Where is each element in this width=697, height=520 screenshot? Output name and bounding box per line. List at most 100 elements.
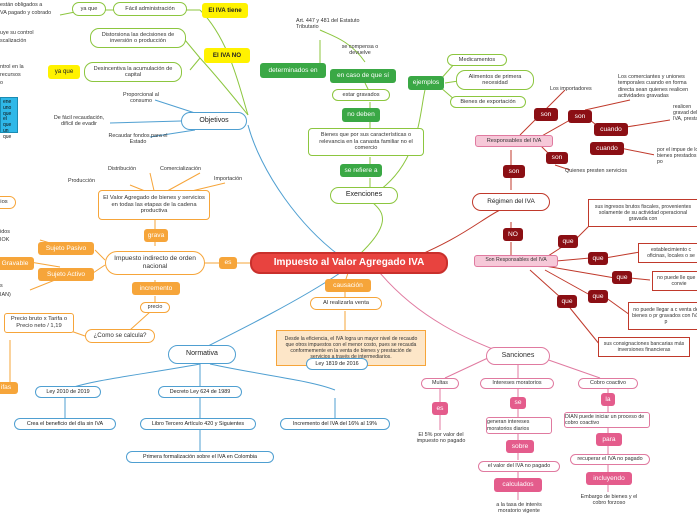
impuesto-indirecto-node[interactable]: Impuesto indirecto de orden nacional — [105, 251, 205, 275]
cuando-node-1[interactable]: cuando — [594, 123, 628, 136]
incluyendo-node[interactable]: incluyendo — [586, 472, 632, 485]
objetivos-node[interactable]: Objetivos — [181, 112, 247, 130]
generan-intereses-node[interactable]: generan intereses moratorios diarios — [486, 417, 552, 434]
intereses-moratorios-node[interactable]: Intereses moratorios — [480, 378, 554, 389]
incremento-node[interactable]: incremento — [132, 282, 180, 295]
cinco-por-ciento-text: El 5% por valor del impuesto no pagado — [416, 432, 466, 445]
ejemplos-node[interactable]: ejemplos — [408, 76, 444, 90]
regimen-iva-node[interactable]: Régimen del IVA — [472, 193, 550, 211]
definicion-node[interactable]: El Valor Agregado de bienes y servicios … — [98, 190, 210, 220]
precio-node[interactable]: precio — [140, 302, 170, 313]
como-se-calcula-node[interactable]: ¿Como se calcula? — [85, 329, 155, 343]
son-node-2[interactable]: son — [568, 110, 592, 123]
cut-text-obligados: están obligados a — [0, 2, 43, 8]
establecimiento-box: establecimiento c oficinas, locales o se — [638, 243, 697, 263]
ya-que-node-1[interactable]: ya que — [72, 2, 106, 16]
bienes-exportacion-node[interactable]: Bienes de exportación — [450, 96, 526, 108]
no-responsables-node[interactable]: Son Responsables del IVA — [474, 255, 558, 267]
que-node-4[interactable]: que — [588, 290, 608, 303]
se-refiere-a-node[interactable]: se refiere a — [340, 164, 382, 177]
en-caso-node[interactable]: en caso de que sí — [330, 69, 396, 83]
no-puede-2-box: no puede llegar a c venta de bienes o pr… — [628, 302, 697, 330]
cut-text-control: uye su control — [0, 30, 34, 36]
cut-text-control-2: ntrol en la — [0, 64, 24, 70]
iva-tiene-node[interactable]: El IVA tiene — [202, 3, 248, 18]
por-el-impuesto-cut-text: por el impue de los bienes prestados po — [654, 143, 697, 169]
central-topic[interactable]: Impuesto al Valor Agregado IVA — [250, 252, 448, 274]
formula-node[interactable]: Precio bruto x Tarifa o Precio neto / 1,… — [4, 313, 74, 333]
es-sancion-node[interactable]: es — [432, 402, 448, 415]
sanciones-node[interactable]: Sanciones — [486, 347, 550, 365]
determinados-en-node[interactable]: determinados en — [260, 63, 326, 78]
cyan-cut-box: ene uno que el que un que — [0, 97, 18, 139]
ley-2010-node[interactable]: Ley 2010 de 2019 — [35, 386, 101, 398]
importadores-text: Los importadores — [550, 86, 592, 92]
son-node-1[interactable]: son — [534, 108, 558, 121]
multas-node[interactable]: Multas — [421, 378, 459, 389]
cut-ios-node[interactable]: ios — [0, 196, 16, 209]
iva-no-node[interactable]: El IVA NO — [204, 48, 250, 63]
son-node-4[interactable]: son — [503, 165, 525, 178]
responsables-iva-node[interactable]: Responsables del IVA — [475, 135, 553, 147]
cobro-coactivo-node[interactable]: Cobro coactivo — [578, 378, 638, 389]
que-node-1[interactable]: que — [558, 235, 578, 248]
grava-node[interactable]: grava — [144, 229, 168, 242]
se-compensa-text: se compensa o devuelve — [341, 44, 379, 57]
que-node-2[interactable]: que — [588, 252, 608, 265]
sobre-node[interactable]: sobre — [506, 440, 534, 453]
estar-gravados-node[interactable]: estar gravados — [332, 89, 390, 101]
cut-text-pagado: VA pagado y cobrado — [0, 10, 52, 16]
cut-ifas-node[interactable]: ifas — [0, 382, 18, 394]
bienes-caracteristicas-node[interactable]: Bienes que por sus características o rel… — [308, 128, 424, 156]
decreto-624-node[interactable]: Decreto Ley 624 de 1989 — [158, 386, 242, 398]
no-node[interactable]: NO — [503, 228, 523, 241]
desincentiva-node[interactable]: Desincentiva la acumulación de capital — [84, 62, 182, 82]
la-node[interactable]: la — [601, 393, 615, 406]
medicamentos-node[interactable]: Medicamentos — [447, 54, 507, 66]
incremento-iva-node[interactable]: Incremento del IVA del 16% al 19% — [280, 418, 390, 430]
para-node[interactable]: para — [596, 433, 622, 446]
distribucion-text: Distribución — [108, 166, 137, 172]
tasa-interes-text: a la tasa de interés moratorio vigente — [496, 502, 542, 515]
que-node-5[interactable]: que — [557, 295, 577, 308]
cut-s-text: s — [0, 283, 3, 289]
ley-1819-node[interactable]: Ley 1819 de 2016 — [306, 358, 368, 370]
facil-administracion-node[interactable]: Fácil administración — [113, 2, 187, 16]
no-deben-node[interactable]: no deben — [342, 108, 380, 122]
cuando-node-2[interactable]: cuando — [590, 142, 624, 155]
cut-text-o: o — [0, 80, 3, 86]
produccion-text: Producción — [68, 178, 95, 184]
realicen-cut-text: realicen gravad del IVA, presta — [670, 100, 697, 126]
calculados-node[interactable]: calculados — [494, 478, 542, 492]
cut-text-fiscalizacion: scalización — [0, 38, 27, 44]
sujeto-pasivo-node[interactable]: Sujeto Pasivo — [38, 242, 94, 255]
cut-iok-text: IOK — [0, 237, 10, 243]
causacion-text-box: Desde la eficiencia, el IVA logra un may… — [276, 330, 426, 366]
comercializacion-text: Comercialización — [160, 166, 202, 172]
alimentos-node[interactable]: Alimentos de primera necesidad — [456, 70, 534, 90]
distorsiona-node[interactable]: Distorsiona las decisiones de inversión … — [90, 28, 186, 48]
recuperar-iva-node[interactable]: recuperar el IVA no pagado — [570, 454, 650, 465]
normativa-node[interactable]: Normativa — [168, 345, 236, 364]
que-node-3[interactable]: que — [612, 271, 632, 284]
valor-iva-no-pagado-node[interactable]: el valor del IVA no pagado — [478, 461, 560, 472]
comerciantes-text: Los comerciantes y uniones temporales cu… — [618, 74, 689, 100]
causacion-node[interactable]: causación — [325, 279, 371, 292]
crea-dia-sin-iva-node[interactable]: Crea el beneficio del día sin IVA — [14, 418, 116, 430]
primera-formalizacion-node[interactable]: Primera formalización sobre el IVA en Co… — [126, 451, 274, 463]
es-node[interactable]: es — [219, 257, 237, 269]
libro-tercero-node[interactable]: Libro Tercero Artículo 420 y Siguientes — [140, 418, 256, 430]
exenciones-node[interactable]: Exenciones — [330, 187, 398, 204]
ingresos-brutos-box: sus ingresos brutos fiscales, provenient… — [588, 199, 697, 227]
importacion-text: Importación — [214, 176, 243, 182]
ya-que-node-2[interactable]: ya que — [48, 65, 80, 79]
sujeto-activo-node[interactable]: Sujeto Activo — [38, 268, 94, 281]
se-node[interactable]: se — [510, 397, 526, 409]
consignaciones-box: sus consignaciones bancarias más inversi… — [598, 337, 690, 357]
dian-cobro-node[interactable]: DIAN puede iniciar un proceso de cobro c… — [564, 412, 650, 428]
gravable-node[interactable]: Gravable — [0, 257, 34, 270]
son-node-3[interactable]: son — [546, 152, 568, 164]
proporcional-text: Proporcional al consumo — [123, 92, 159, 105]
cut-idos-text: idos — [0, 229, 10, 235]
al-realizar-node[interactable]: Al realizarla venta — [310, 297, 382, 310]
